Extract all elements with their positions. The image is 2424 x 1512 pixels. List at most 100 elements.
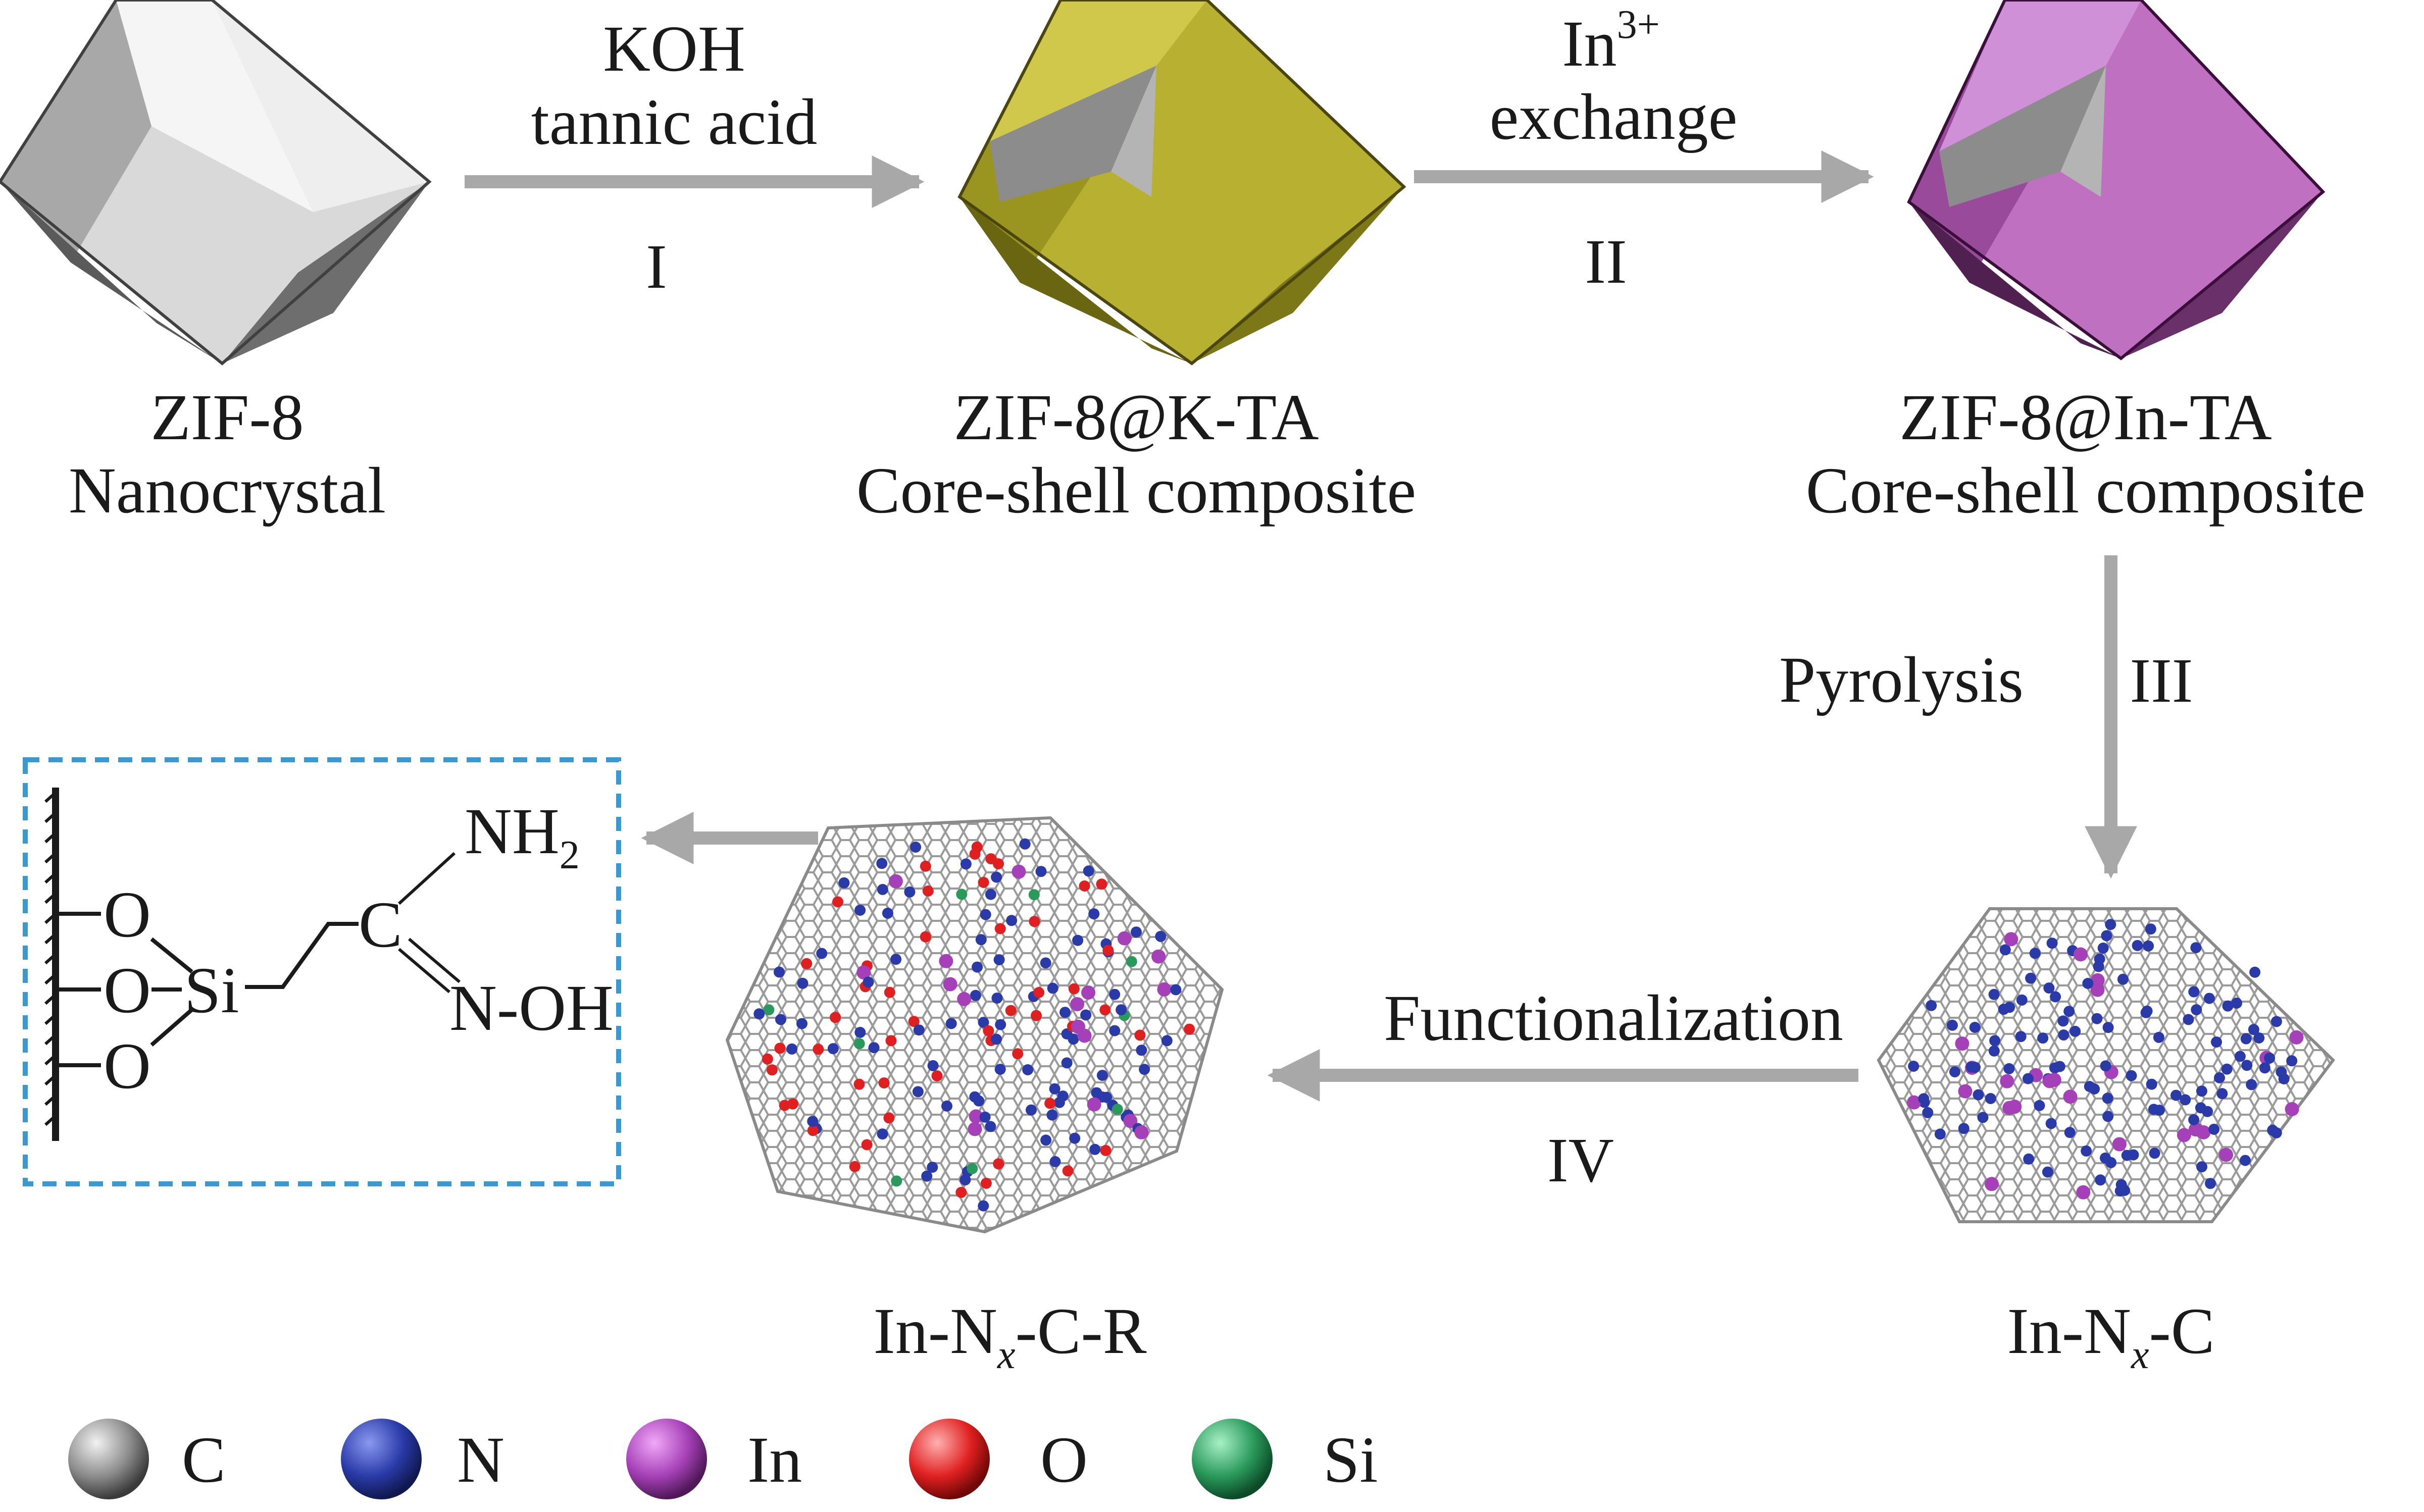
atom-dot [983, 1025, 994, 1036]
zif8-label-line2: Nanocrystal [69, 454, 386, 527]
atom-dot [2203, 993, 2215, 1004]
atom-dot [2143, 940, 2154, 952]
silicon: Si [184, 954, 239, 1027]
atom-dot [1134, 1125, 1149, 1139]
atom-dot [2121, 1150, 2133, 1161]
atom-dot [993, 954, 1005, 966]
atom-dot [1012, 1048, 1024, 1060]
atom-dot [2023, 1153, 2035, 1165]
oxygen-2: O [104, 954, 151, 1027]
atom-dot [1131, 926, 1142, 938]
atom-dot [2119, 1185, 2131, 1196]
atom-dot [1079, 880, 1090, 892]
atom-dot [1109, 988, 1121, 1000]
atom-dot [2208, 1123, 2220, 1135]
step1-reagent-line1: KOH [603, 13, 745, 85]
atom-dot [2148, 1104, 2159, 1115]
atom-dot [1102, 945, 1114, 956]
atom-dot [786, 1043, 798, 1055]
atom-dot [1157, 982, 1172, 997]
atom-dot [1988, 1045, 2000, 1057]
atom-dot [1123, 1114, 1138, 1128]
atom-dot [1170, 984, 1182, 996]
atom-dot [2141, 1005, 2153, 1017]
atom-dot [912, 1086, 924, 1098]
legend: C N In O Si [68, 1419, 1378, 1499]
atom-dot [838, 877, 850, 889]
atom-dot [1057, 1090, 1069, 1102]
atom-dot [2057, 1015, 2069, 1027]
atom-dot [2248, 1024, 2259, 1035]
atom-dot [891, 1175, 902, 1187]
atom-dot [884, 986, 895, 998]
atom-dot [2084, 1081, 2095, 1092]
atom-dot [2241, 1060, 2253, 1071]
atom-dot [2002, 1101, 2017, 1115]
atom-dot [1006, 915, 1018, 926]
atom-dot [753, 1008, 765, 1020]
atom-dot [2146, 1078, 2157, 1090]
step2-reagent-line2: exchange [1490, 81, 1738, 153]
zif8-kta-label-line1: ZIF-8@K-TA [953, 381, 1319, 454]
atom-dot [2050, 991, 2061, 1003]
atom-dot [2188, 986, 2200, 998]
oxygen-1: O [104, 878, 151, 951]
atom-dot [955, 1187, 967, 1198]
atom-dot [1081, 985, 1095, 1000]
atom-dot [985, 1121, 996, 1132]
atom-dot [774, 966, 785, 978]
atom-dot [960, 858, 972, 870]
legend-swatch-c [68, 1419, 149, 1499]
atom-dot [913, 1024, 925, 1036]
atom-dot [2278, 1073, 2290, 1084]
atom-dot [2043, 982, 2055, 994]
zif8-kta-polyhedron [957, 0, 1406, 366]
atom-dot [1033, 987, 1045, 998]
atom-dot [2216, 1088, 2228, 1100]
atom-dot [1096, 878, 1107, 890]
atom-dot [830, 1012, 841, 1023]
atom-dot [1069, 1132, 1081, 1144]
atom-dot [2029, 948, 2041, 959]
legend-swatch-n [341, 1419, 422, 1499]
atom-dot [979, 1111, 991, 1123]
atom-dot [975, 934, 987, 946]
structure-box [23, 757, 621, 1186]
atom-dot [2196, 1085, 2207, 1097]
in-nx-c-particle [1877, 907, 2335, 1223]
atom-dot [920, 931, 931, 943]
atom-dot [2094, 953, 2105, 965]
atom-dot [2100, 1152, 2111, 1164]
atom-dot [1155, 930, 1167, 942]
step1-numeral: I [646, 232, 667, 302]
atom-dot [890, 954, 902, 965]
atom-dot [922, 885, 934, 897]
atom-dot [1083, 865, 1094, 877]
atom-dot [883, 1112, 895, 1124]
atom-dot [766, 1064, 778, 1076]
atom-dot [1958, 1084, 1973, 1099]
legend-label-si: Si [1323, 1424, 1378, 1496]
atom-dot [877, 883, 888, 895]
atom-dot [1080, 1009, 1092, 1021]
legend-label-o: O [1040, 1424, 1088, 1496]
atom-dot [2016, 994, 2028, 1006]
zif8-polyhedron [0, 0, 432, 366]
atom-dot [995, 1019, 1006, 1030]
atom-dot [2101, 930, 2112, 942]
atom-dot [888, 874, 903, 889]
atom-dot [993, 858, 1004, 870]
atom-dot [1134, 1029, 1146, 1041]
atom-dot [2149, 1148, 2160, 1159]
atom-dot [2170, 1089, 2182, 1101]
oxygen-3: O [104, 1030, 151, 1103]
atom-dot [1109, 1025, 1121, 1036]
atom-dot [2046, 937, 2058, 949]
atom-dot [2074, 947, 2088, 962]
atom-dot [1977, 1112, 1989, 1123]
atom-dot [1044, 1098, 1056, 1109]
atom-dot [2102, 1092, 2113, 1104]
atom-dot [991, 1033, 1002, 1045]
atom-dot [2081, 1145, 2092, 1157]
